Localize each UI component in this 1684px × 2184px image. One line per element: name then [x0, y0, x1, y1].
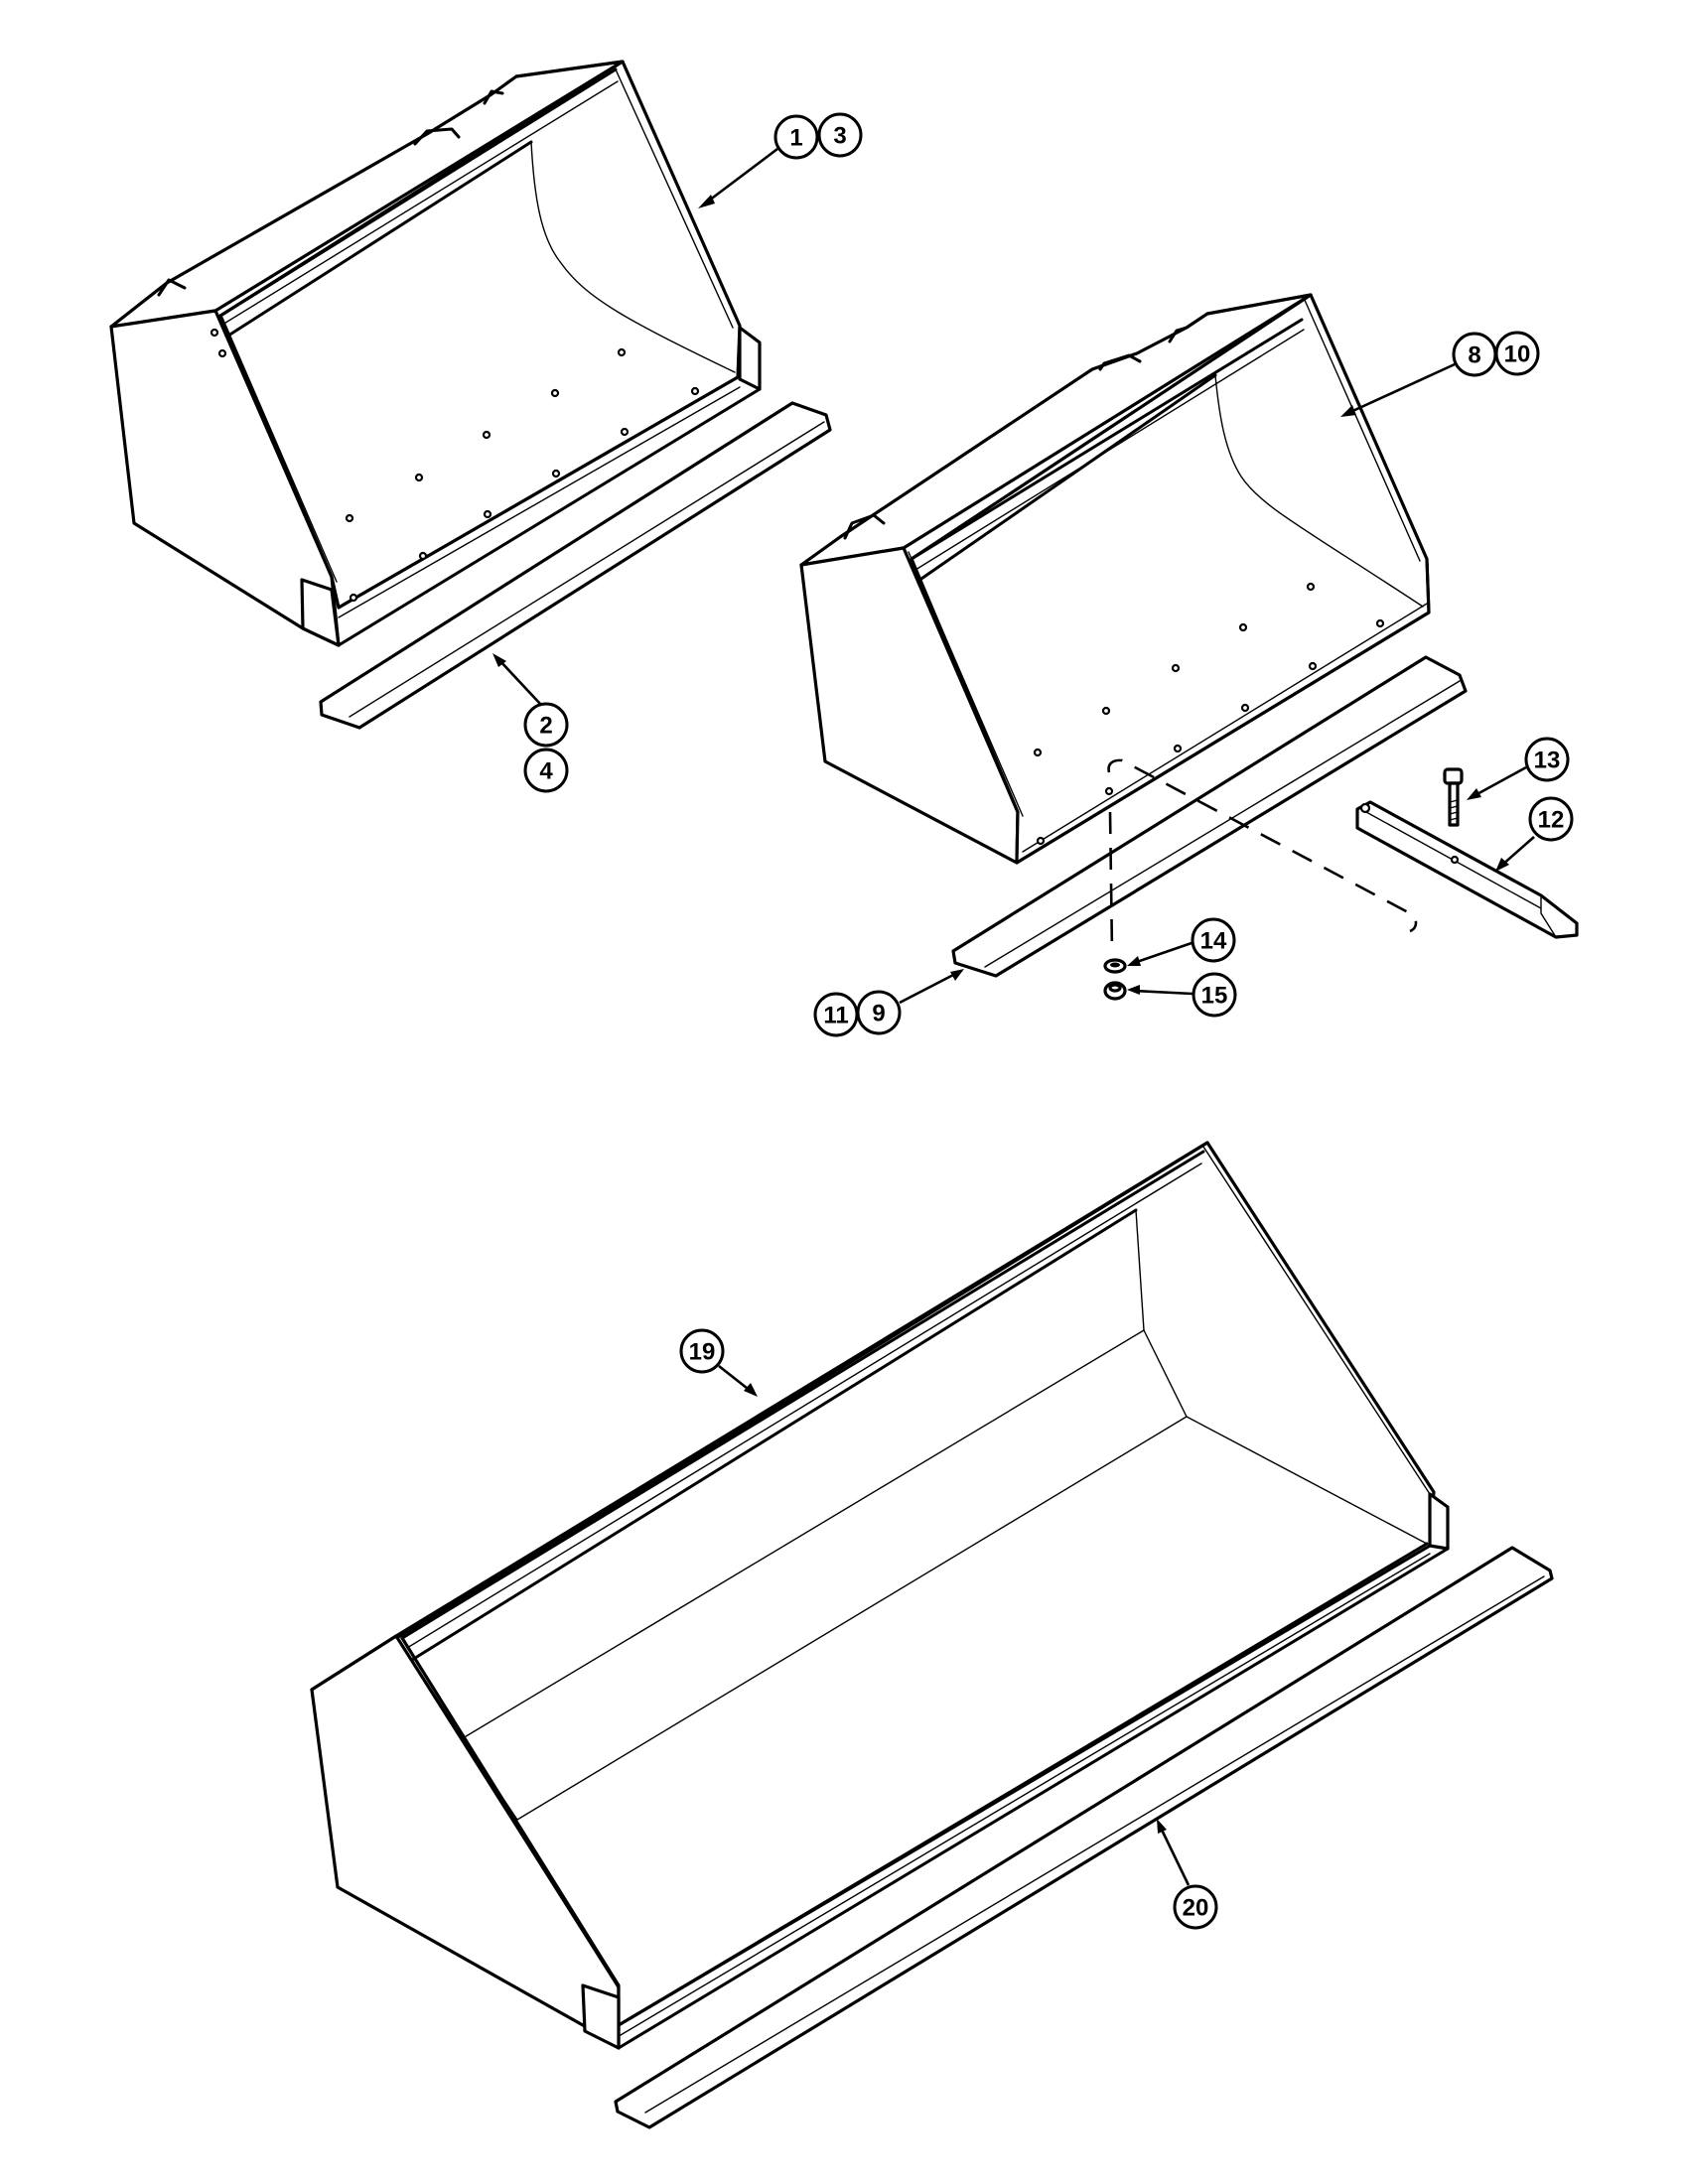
svg-text:20: 20 [1183, 1895, 1209, 1922]
callout-19: 19 [679, 1328, 725, 1374]
callout-2: 2 [523, 702, 569, 748]
callout-8: 8 [1452, 332, 1497, 377]
callout-4: 4 [523, 748, 569, 793]
callout-14: 14 [1191, 917, 1236, 963]
bucket-1 [109, 60, 762, 647]
assembly-lines [1107, 758, 1418, 954]
svg-text:4: 4 [539, 758, 553, 785]
cutting-edge-1 [319, 401, 832, 730]
callout-15: 15 [1192, 972, 1237, 1018]
tooth-bar [1355, 800, 1579, 939]
svg-text:3: 3 [833, 123, 846, 150]
leader-lines [492, 147, 1535, 1886]
callout-20: 20 [1173, 1884, 1218, 1930]
svg-text:15: 15 [1201, 983, 1228, 1010]
callout-3: 3 [817, 112, 863, 158]
svg-text:13: 13 [1534, 748, 1561, 774]
svg-text:2: 2 [539, 713, 552, 740]
bucket-3 [310, 1141, 1450, 2050]
svg-text:14: 14 [1200, 928, 1227, 955]
callout-11: 11 [813, 992, 859, 1037]
bolt [1443, 767, 1464, 827]
callout-1: 1 [773, 114, 819, 160]
svg-text:11: 11 [823, 1003, 848, 1029]
bolt-holes [210, 328, 700, 603]
svg-text:8: 8 [1468, 342, 1480, 369]
callout-9: 9 [856, 990, 902, 1035]
svg-text:9: 9 [872, 1001, 885, 1027]
svg-text:10: 10 [1504, 341, 1531, 368]
svg-text:19: 19 [689, 1339, 716, 1366]
callout-13: 13 [1524, 737, 1570, 782]
bolt-holes [1033, 582, 1385, 846]
cutting-edge-2 [951, 655, 1468, 978]
svg-text:1: 1 [789, 125, 802, 152]
callout-12: 12 [1528, 796, 1574, 842]
callout-10: 10 [1494, 331, 1540, 376]
lock-washer [1103, 958, 1127, 974]
cutting-edge-3 [614, 1546, 1554, 2129]
nut [1103, 981, 1127, 1001]
bucket-2 [799, 293, 1431, 865]
svg-text:12: 12 [1538, 807, 1565, 834]
